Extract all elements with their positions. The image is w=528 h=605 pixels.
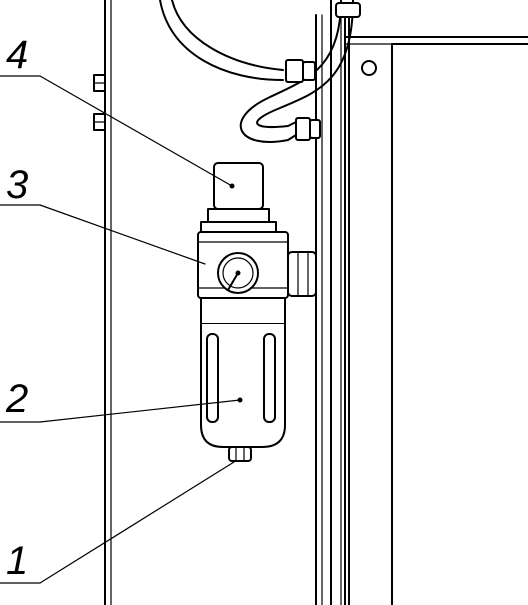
pressure-gauge: [217, 252, 259, 294]
panel-hole: [361, 60, 377, 76]
callout-1: 1: [6, 539, 28, 583]
regulator-knob: [200, 162, 277, 233]
leader-dots: [229, 183, 243, 403]
air-hoses: [159, 0, 361, 143]
drain-valve: [228, 446, 252, 462]
callout-3: 3: [6, 163, 28, 207]
cabinet-frame: [104, 0, 528, 605]
filter-bowl: [200, 297, 286, 448]
mounting-bolts: [93, 74, 106, 131]
callout-4: 4: [6, 33, 28, 77]
callout-2: 2: [5, 377, 28, 421]
leader-lines: [0, 75, 241, 584]
